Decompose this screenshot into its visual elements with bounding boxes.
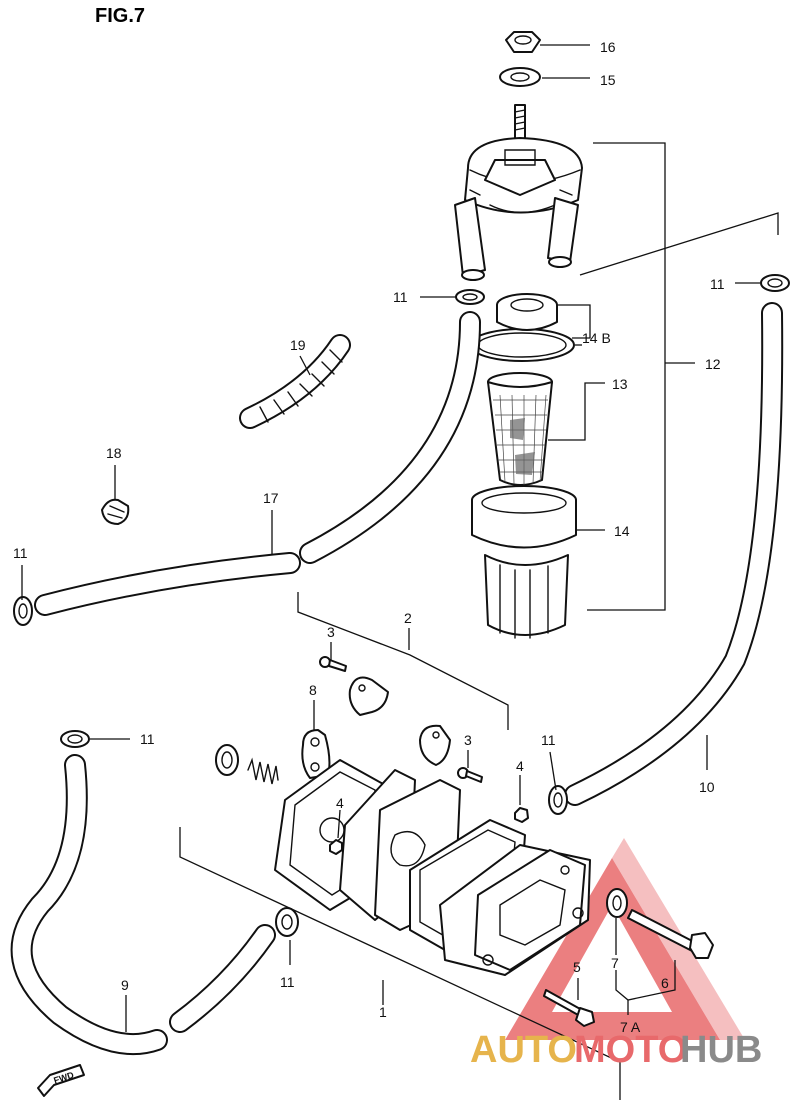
callout-11-e: 11 xyxy=(140,731,155,747)
watermark-logo: AUTO MOTO HUB xyxy=(470,1029,762,1071)
part-11-clamp-b xyxy=(760,274,790,292)
part-14-filter-bowl xyxy=(471,485,577,639)
callout-14: 14 xyxy=(614,523,630,539)
callout-3-a: 3 xyxy=(327,624,335,640)
part-hose-upper-left xyxy=(299,311,481,564)
part-5-bolt xyxy=(543,989,595,1027)
part-14b-oring xyxy=(469,328,575,362)
part-hose-lower-mid xyxy=(169,924,276,1033)
part-6-bolt xyxy=(627,909,714,959)
part-13-filter-element xyxy=(487,372,553,486)
callout-leaders xyxy=(21,44,760,1032)
callout-1: 1 xyxy=(379,1004,387,1020)
part-3-screw-a xyxy=(319,656,347,672)
part-18-clip xyxy=(101,498,130,525)
part-11-clamp-a xyxy=(455,289,485,305)
part-4-nut-b xyxy=(329,839,343,855)
assembly-bracket-housing xyxy=(579,142,779,611)
callout-7: 7 xyxy=(611,955,619,971)
part-8-gasket xyxy=(301,729,331,779)
callout-11-b: 11 xyxy=(710,276,725,292)
part-spring xyxy=(247,757,279,785)
callout-2: 2 xyxy=(404,610,412,626)
fwd-arrow: FWD xyxy=(37,1064,85,1097)
part-17-hose xyxy=(34,552,301,616)
part-pump-cover-right xyxy=(439,844,591,976)
assembly-bracket-pump xyxy=(179,592,621,1100)
part-15-washer xyxy=(499,67,541,87)
callout-18: 18 xyxy=(106,445,122,461)
callout-6: 6 xyxy=(661,975,669,991)
callout-4-b: 4 xyxy=(336,795,344,811)
part-14-seal xyxy=(496,293,558,331)
part-9-hose xyxy=(10,754,168,1056)
callout-11-a: 11 xyxy=(393,289,408,305)
part-valve-flap-a xyxy=(348,676,389,716)
part-3-screw-b xyxy=(457,767,483,783)
callout-15: 15 xyxy=(600,72,616,88)
callout-labels: 16 15 11 11 14 B 12 13 19 18 17 14 11 2 … xyxy=(13,39,725,1035)
part-11-clamp-c xyxy=(13,596,33,626)
watermark-word-3: HUB xyxy=(680,1029,762,1071)
callout-9: 9 xyxy=(121,977,129,993)
callout-13: 13 xyxy=(612,376,628,392)
part-spring-washer xyxy=(215,744,239,776)
part-11-clamp-e xyxy=(548,785,568,815)
callout-16: 16 xyxy=(600,39,616,55)
callout-17: 17 xyxy=(263,490,279,506)
callout-8: 8 xyxy=(309,682,317,698)
part-19-spiral-wrap xyxy=(239,334,351,429)
watermark-word-1: AUTO xyxy=(470,1029,577,1071)
callout-5: 5 xyxy=(573,959,581,975)
part-12-filter-cap xyxy=(454,104,583,281)
part-valve-flap-b xyxy=(419,724,451,766)
callout-4-a: 4 xyxy=(516,758,524,774)
callout-3-b: 3 xyxy=(464,732,472,748)
callout-11-d: 11 xyxy=(541,732,556,748)
part-16-nut xyxy=(505,31,541,53)
part-7-washer xyxy=(606,888,628,918)
callout-7a: 7 A xyxy=(620,1019,641,1035)
figure-title: FIG.7 xyxy=(95,5,145,27)
watermark-word-2: MOTO xyxy=(574,1029,687,1071)
part-11-clamp-d xyxy=(60,730,90,748)
callout-12: 12 xyxy=(705,356,721,372)
callout-10: 10 xyxy=(699,779,715,795)
part-4-nut-a xyxy=(514,807,529,823)
callout-19: 19 xyxy=(290,337,306,353)
part-11-clamp-f xyxy=(275,907,299,937)
callout-11-c: 11 xyxy=(13,545,28,561)
callout-14b: 14 B xyxy=(582,330,611,346)
callout-11-f: 11 xyxy=(280,974,295,990)
part-10-hose xyxy=(564,302,784,806)
